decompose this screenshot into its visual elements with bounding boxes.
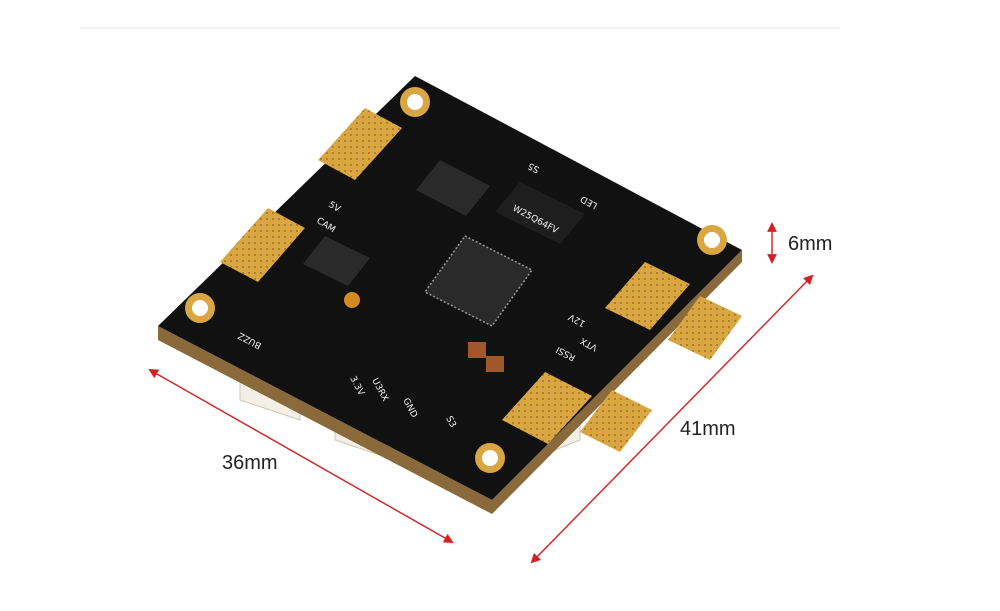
width-dimension-label: 36mm [222, 452, 278, 474]
secondary-chips: W25Q64FV [303, 160, 585, 286]
capacitors [344, 292, 504, 372]
width-dimension-line [148, 369, 454, 543]
height-dimension-label: 6mm [788, 233, 833, 255]
length-dimension-label: 41mm [680, 418, 736, 440]
mcu-chip [423, 235, 534, 327]
mounting-holes [185, 87, 727, 473]
pad-label-s5: S5 [527, 160, 542, 174]
dimension-lines [148, 222, 814, 564]
length-dimension-line [530, 274, 814, 564]
